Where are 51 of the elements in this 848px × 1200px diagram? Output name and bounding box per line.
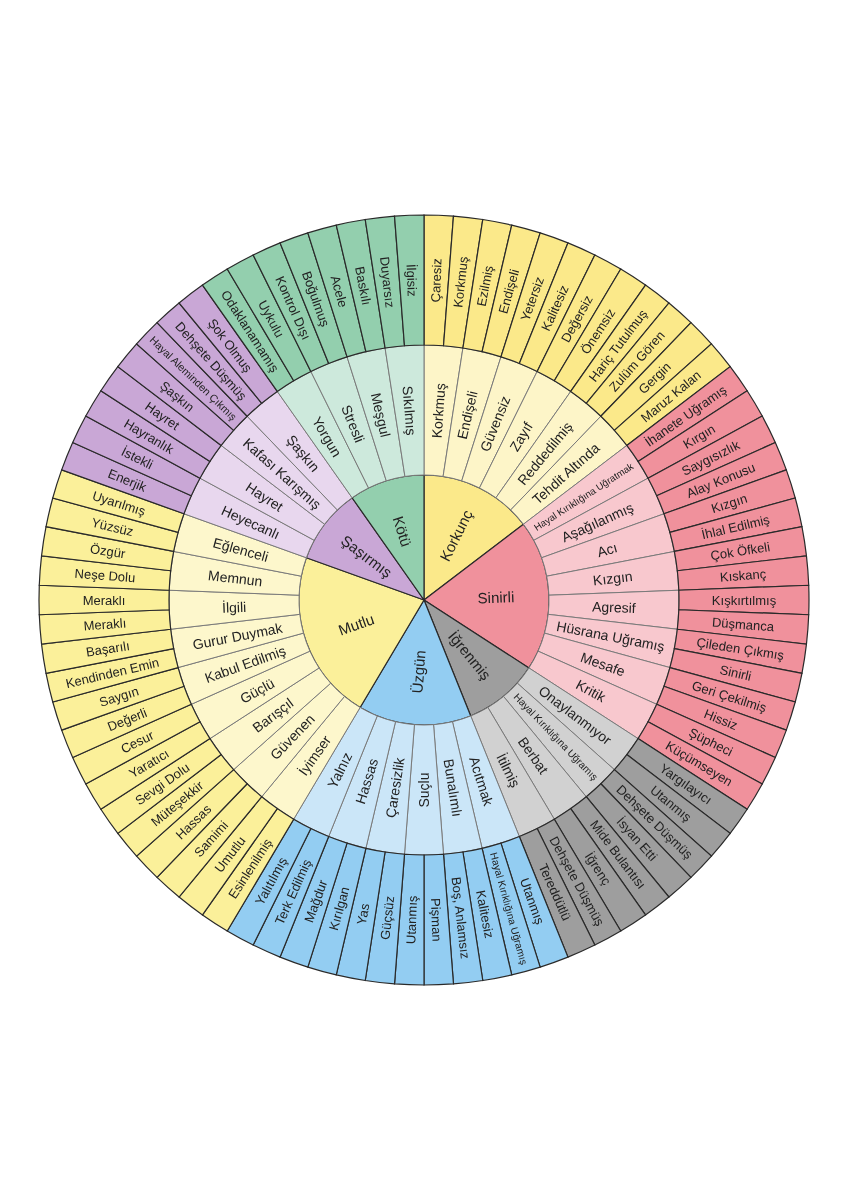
wedge-label: Acı	[595, 539, 620, 561]
wedge-label: Sıkılmış	[399, 385, 420, 436]
wedge-label: Meraklı	[82, 592, 126, 608]
wedge-label: Acele	[327, 273, 351, 310]
wedge-label: Utanmış	[403, 895, 421, 945]
emotion-wedge	[393, 214, 425, 347]
wedge-label: Endişeli	[495, 267, 523, 316]
wedge-label: Güçsüz	[377, 895, 398, 941]
wedge-label: Saygın	[97, 683, 141, 710]
wedge-label: Özgür	[89, 541, 127, 562]
wedge-label: Korkmuş	[428, 382, 449, 439]
wedge-label: Kalitesiz	[472, 888, 497, 940]
wedge-label: Endişeli	[453, 389, 481, 441]
wedge-label: Yüzsüz	[89, 514, 135, 540]
wedge-label: İtilmiş	[493, 750, 524, 790]
wedge-label: Hassas	[352, 756, 382, 806]
wedge-label: Baskılı	[352, 265, 375, 307]
wedge-label: Kıskanç	[719, 566, 767, 585]
wedge-label: Sinirli	[718, 662, 753, 684]
wedge-label: İlgisiz	[403, 263, 420, 297]
wedge-label: Çaresiz	[427, 257, 445, 303]
wedge-label: Neşe Dolu	[74, 565, 136, 586]
wedge-label: Çaresizlik	[382, 756, 408, 819]
wedge-label: Korkmuş	[450, 255, 472, 309]
wedge-label: Agresif	[591, 598, 636, 617]
wedge-label: Üzgün	[408, 649, 429, 695]
wedge-label: Sinirli	[477, 588, 515, 607]
wedge-label: Mutlu	[336, 610, 377, 639]
wedge-label: Meraklı	[83, 615, 127, 634]
wedge-label: Yas	[353, 902, 373, 927]
wedge-label: Ezilmiş	[473, 264, 497, 308]
wedge-label: Pişman	[427, 897, 445, 942]
wedge-label: Başarılı	[84, 638, 131, 660]
wedge-label: Kışkırtılmış	[711, 592, 777, 608]
wedge-label: Memnun	[207, 567, 264, 590]
wedge-label: Duyarsız	[376, 255, 398, 309]
wedge-label: Boş, Anlamsız	[448, 876, 473, 960]
wedge-label: Suçlu	[416, 772, 432, 808]
wedge-label: Kötü	[389, 514, 416, 549]
wedge-label: Çok Öfkeli	[709, 539, 772, 564]
wedge-label: Bunalımlı	[440, 757, 466, 818]
wedge-label: İlgili	[221, 598, 247, 616]
wedge-label: Düşmanca	[711, 614, 775, 635]
emotion-wedge	[404, 724, 444, 856]
wedge-label: Stresli	[338, 402, 368, 445]
wedge-label: Kırılgan	[326, 884, 353, 933]
wedge-label: Kızgın	[709, 490, 749, 517]
wedge-label: Meşgul	[367, 391, 394, 439]
wedge-label: Çileden Çıkmış	[695, 634, 785, 663]
wedge-label: Kızgın	[592, 568, 634, 589]
wedge-label: Cesur	[118, 727, 157, 757]
